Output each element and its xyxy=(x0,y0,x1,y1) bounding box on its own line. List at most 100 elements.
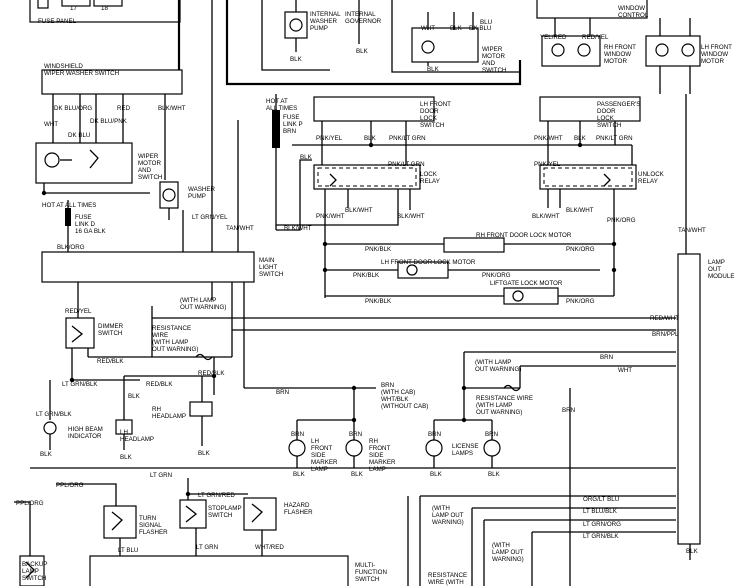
label-lt-blu-blk: LT BLU/BLK xyxy=(583,508,618,515)
label-top-blu: BLU xyxy=(480,19,492,26)
label-fuse-panel: FUSE PANEL xyxy=(38,18,77,25)
label-blk-8: BLK xyxy=(198,450,211,457)
label-blk-3: BLK xyxy=(364,135,377,142)
label-pnk-blk-2: PNK/BLK xyxy=(353,272,380,279)
label-lt-grn-red: LT GRN/RED xyxy=(198,492,235,499)
label-red-yel-2: RED/YEL xyxy=(65,308,92,315)
label-lt-grn-blk-2: LT GRN/BLK xyxy=(36,411,72,418)
label-tan-wht-1: TAN/WHT xyxy=(226,225,254,232)
label-hot-at-all-times-1: HOT AT ALL TIMES xyxy=(42,202,96,209)
label-pnk-ltgrn-1: PNK/LT GRN xyxy=(389,135,426,142)
label-lt-grn: LT GRN xyxy=(150,472,172,479)
label-washer-pump-blk: BLK xyxy=(290,56,303,63)
label-blk-11: BLK xyxy=(430,471,443,478)
label-dk-blu-pnk: DK BLU/PNK xyxy=(90,118,128,125)
label-red-blk-3: RED/BLK xyxy=(146,381,173,388)
label-pnk-yel-2: PNK/YEL xyxy=(534,161,561,168)
splice-points xyxy=(41,142,617,497)
label-pnk-org-3: PNK/ORG xyxy=(482,272,511,279)
label-blk-13: BLK xyxy=(686,548,699,555)
label-brn-ppl: BRN/PPL xyxy=(652,331,679,338)
label-lh-door-lock-motor: LH FRONT DOOR LOCK MOTOR xyxy=(381,259,476,266)
label-brn-7: BRN xyxy=(485,431,498,438)
label-red-blk-1: RED/BLK xyxy=(97,358,124,365)
label-ppl-org-1: PPL/ORG xyxy=(56,482,84,489)
label-brn-4: BRN xyxy=(291,431,304,438)
label-dk-blu: DK BLU xyxy=(68,132,90,139)
label-pnk-blk-3: PNK/BLK xyxy=(365,298,392,305)
label-blk-wht-4: BLK/WHT xyxy=(397,213,425,220)
label-blk-org: BLK/ORG xyxy=(57,244,85,251)
label-pnk-ltgrn-3: PNK/LT GRN xyxy=(596,135,633,142)
label-wht-2: WHT xyxy=(618,367,632,374)
label-blk-wht-6: BLK/WHT xyxy=(566,207,594,214)
label-top-dkblu: DK BLU xyxy=(469,25,491,32)
label-top-wht: WHT xyxy=(421,25,435,32)
label-red-1: RED xyxy=(117,105,131,112)
label-lt-grn-blk-1: LT GRN/BLK xyxy=(62,381,98,388)
label-blk-wht-2: BLK/WHT xyxy=(284,225,312,232)
label-brn-3: BRN xyxy=(562,407,575,414)
label-fuse-17: 17 xyxy=(70,5,77,12)
label-blk-6: BLK xyxy=(40,451,53,458)
label-brn-5: BRN xyxy=(349,431,362,438)
label-yel-red: YEL/RED xyxy=(540,34,567,41)
label-liftgate-lock-motor: LIFTGATE LOCK MOTOR xyxy=(490,280,563,287)
label-blk-wht-3: BLK/WHT xyxy=(345,207,373,214)
label-pnk-blk-1: PNK/BLK xyxy=(365,246,392,253)
label-brn-with-cab: BRN(WITH CAB)WHT/BLK(WITHOUT CAB) xyxy=(381,382,428,410)
label-blk-12: BLK xyxy=(488,471,501,478)
label-red-yel: RED/YEL xyxy=(582,34,609,41)
label-wht-red: WHT/RED xyxy=(255,544,284,551)
label-blk-wht-5: BLK/WHT xyxy=(532,213,560,220)
label-fuse-18: 18 xyxy=(101,5,108,12)
label-wht-1: WHT xyxy=(44,121,58,128)
label-lt-grn-blk-3: LT GRN/BLK xyxy=(583,533,619,540)
label-brn-2: BRN xyxy=(276,389,289,396)
label-brn-6: BRN xyxy=(428,431,441,438)
label-pnk-org-4: PNK/ORG xyxy=(566,298,595,305)
label-pnk-yel-1: PNK/YEL xyxy=(316,135,343,142)
label-pnk-org-1: PNK/ORG xyxy=(607,217,636,224)
label-lt-grn-org: LT GRN/ORG xyxy=(583,521,621,528)
label-ppl-org-2: PPL/ORG xyxy=(16,500,44,507)
label-pnk-org-2: PNK/ORG xyxy=(566,246,595,253)
label-brn-1: BRN xyxy=(600,354,613,361)
label-blk-2: BLK xyxy=(300,154,313,161)
label-top-blk: BLK xyxy=(450,25,463,32)
